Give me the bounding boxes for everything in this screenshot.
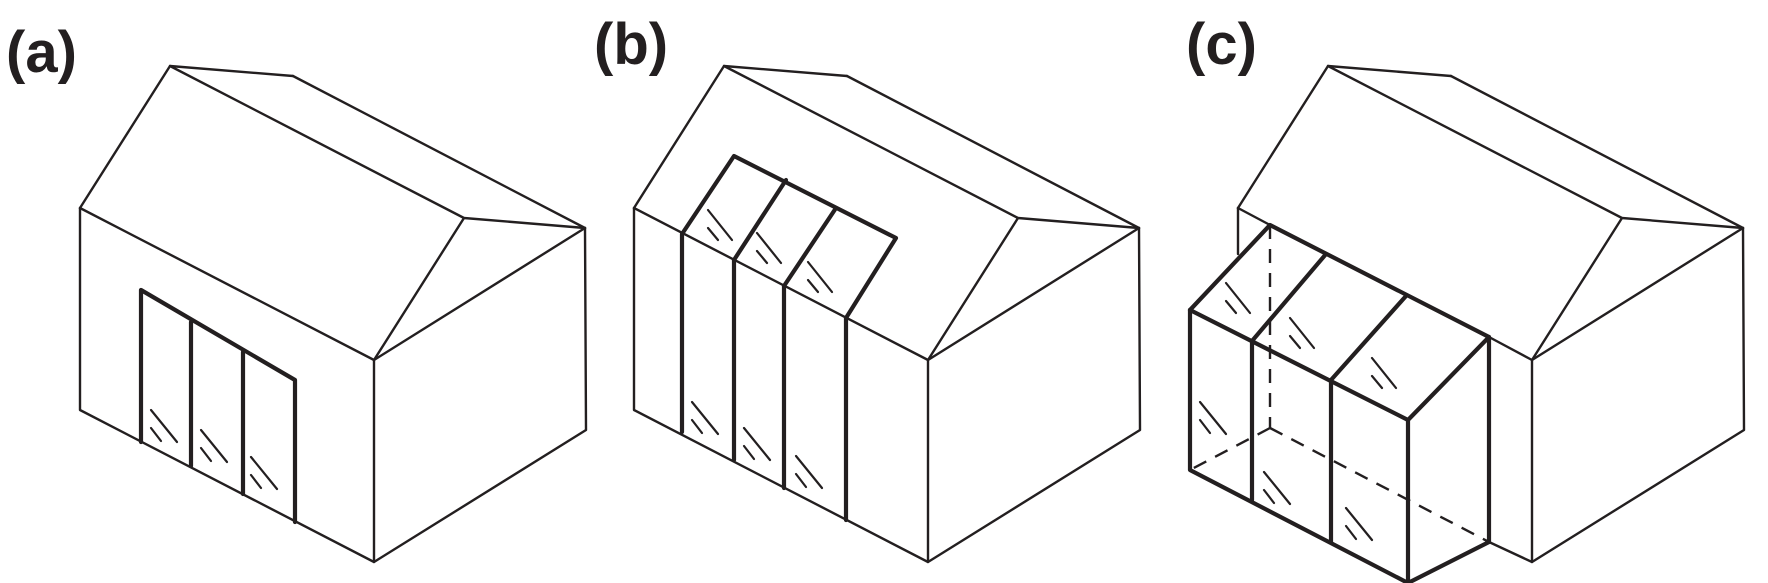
- glass-reflection: [1198, 281, 1398, 542]
- glass-reflection: [690, 208, 834, 490]
- panel-a: (a): [6, 20, 588, 564]
- panel-label-c: (c): [1186, 12, 1257, 77]
- house-outline-b: [632, 64, 1142, 564]
- glass-reflection: [149, 408, 279, 491]
- house-outline-c: [1236, 64, 1746, 564]
- panel-c: (c): [1186, 12, 1746, 583]
- panel-label-b: (b): [594, 12, 668, 77]
- house-outline-a: [78, 64, 588, 564]
- attached-sunspace-c: [1187, 222, 1492, 583]
- glazed-wall-a: [138, 287, 298, 525]
- glazed-wall-roof-b: [679, 153, 899, 523]
- panel-label-a: (a): [6, 20, 77, 85]
- panel-b: (b): [594, 12, 1142, 564]
